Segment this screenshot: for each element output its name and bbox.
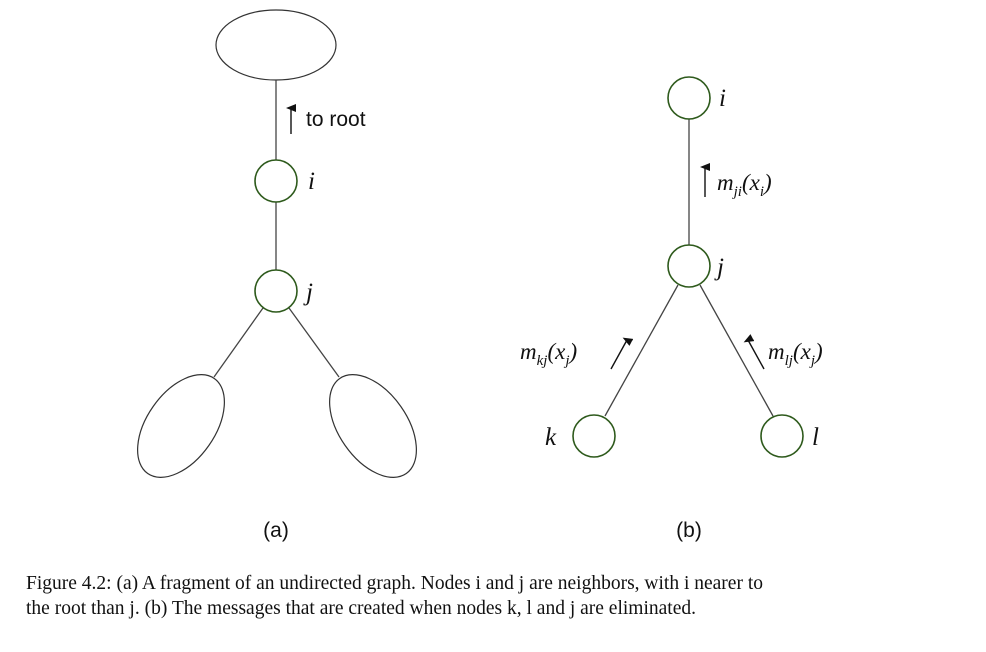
- msg-lj-label: mlj(xj): [768, 339, 823, 369]
- caption-line-2: the root than j. (b) The messages that a…: [26, 598, 696, 619]
- node-j-b-label: j: [714, 254, 724, 281]
- caption-line-1: Figure 4.2: (a) A fragment of an undirec…: [26, 573, 763, 594]
- edge-j-right-subtree: [288, 307, 340, 378]
- node-i-a-label: i: [308, 168, 315, 195]
- node-l-b-label: l: [812, 424, 819, 451]
- node-i-b: [667, 76, 711, 120]
- node-k-b: [572, 414, 616, 458]
- panel-a: to root i j (a): [137, 9, 417, 542]
- edge-j-left-subtree: [213, 307, 264, 378]
- edge-j-k: [604, 284, 679, 417]
- right-subtree-ellipse: [329, 374, 417, 478]
- left-subtree-ellipse: [137, 374, 225, 478]
- msg-ji-label: mji(xi): [717, 170, 772, 200]
- node-l-b: [760, 414, 804, 458]
- node-i-a: [254, 159, 298, 203]
- msg-kj-label: mkj(xj): [520, 339, 577, 369]
- root-cluster-ellipse: [215, 9, 337, 81]
- panel-b-label: (b): [676, 519, 702, 542]
- msg-kj-arrow: [610, 337, 634, 370]
- node-i-b-label: i: [719, 85, 726, 112]
- figure-caption: Figure 4.2: (a) A fragment of an undirec…: [26, 571, 971, 621]
- panel-a-label: (a): [263, 519, 289, 542]
- panel-b: i j k l mji(xi) mkj(xj) mlj(xj) (b): [520, 76, 823, 542]
- node-j-a-label: j: [303, 279, 313, 306]
- node-j-a: [254, 269, 298, 313]
- edge-j-l: [699, 284, 774, 417]
- node-j-b: [667, 244, 711, 288]
- node-k-b-label: k: [545, 424, 557, 451]
- msg-lj-arrow: [743, 334, 765, 370]
- to-root-label: to root: [306, 108, 366, 131]
